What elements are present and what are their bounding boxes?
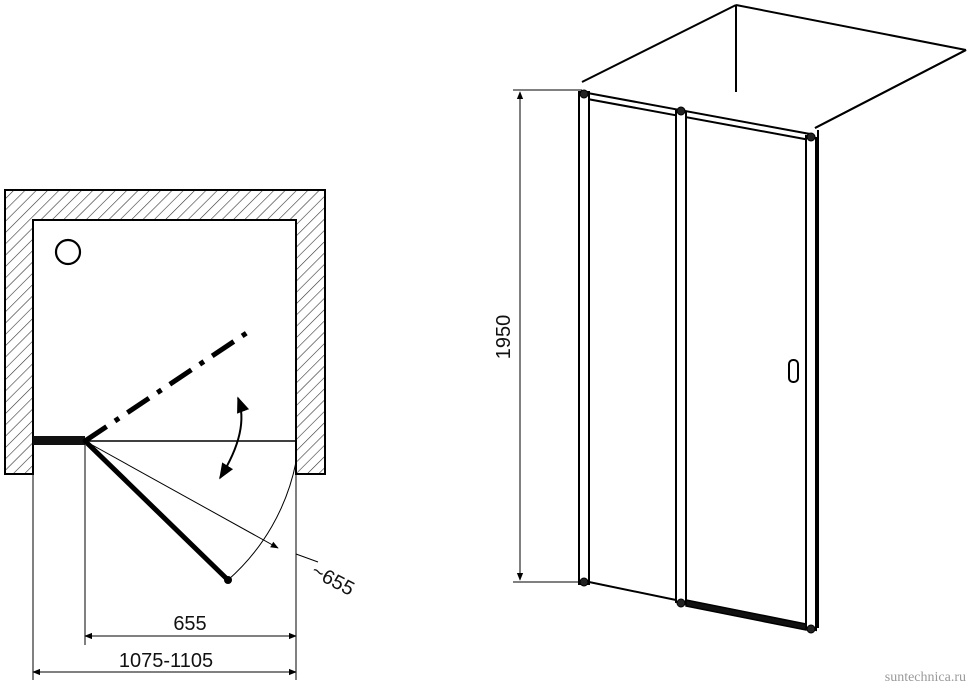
door-width-label: 655: [173, 613, 206, 635]
joint-bottom-left: [579, 577, 589, 587]
door-open-outward: [82, 438, 231, 583]
door-handle-icon: [788, 359, 799, 383]
drain-icon: [54, 238, 82, 266]
back-wall-top-left: [581, 4, 737, 83]
right-profile: [805, 134, 817, 632]
top-rail: [581, 90, 811, 142]
door-bottom-seal: [685, 599, 807, 631]
right-wall-top-edge: [814, 49, 967, 129]
wall-hatched: [4, 189, 326, 475]
radius-leader-tail: [295, 553, 319, 563]
left-wall-profile: [578, 91, 590, 585]
total-width-label: 1075-1105: [119, 650, 213, 672]
joint-top-left: [579, 89, 589, 99]
height-label: 1950: [493, 315, 515, 360]
perspective-view: 1950: [493, 4, 967, 634]
joint-top-right: [806, 132, 816, 142]
back-wall-top-right: [735, 4, 967, 51]
fixed-panel-bottom: [588, 581, 677, 601]
joint-bottom-middle: [676, 598, 686, 608]
swing-arc-outward: [227, 461, 297, 581]
joint-bottom-right: [806, 624, 816, 634]
joint-top-middle: [676, 106, 686, 116]
hinge-profile: [33, 436, 85, 445]
wall-inner-outline: [32, 219, 297, 474]
watermark: suntechnica.ru: [885, 670, 966, 685]
plan-view: ~655 655 1075-1105: [4, 189, 358, 680]
radius-label: ~655: [308, 560, 358, 601]
middle-profile: [675, 108, 687, 606]
radius-leader: [84, 440, 279, 549]
door-open-inward: [83, 325, 256, 444]
rotation-arrow-icon: [219, 396, 250, 480]
